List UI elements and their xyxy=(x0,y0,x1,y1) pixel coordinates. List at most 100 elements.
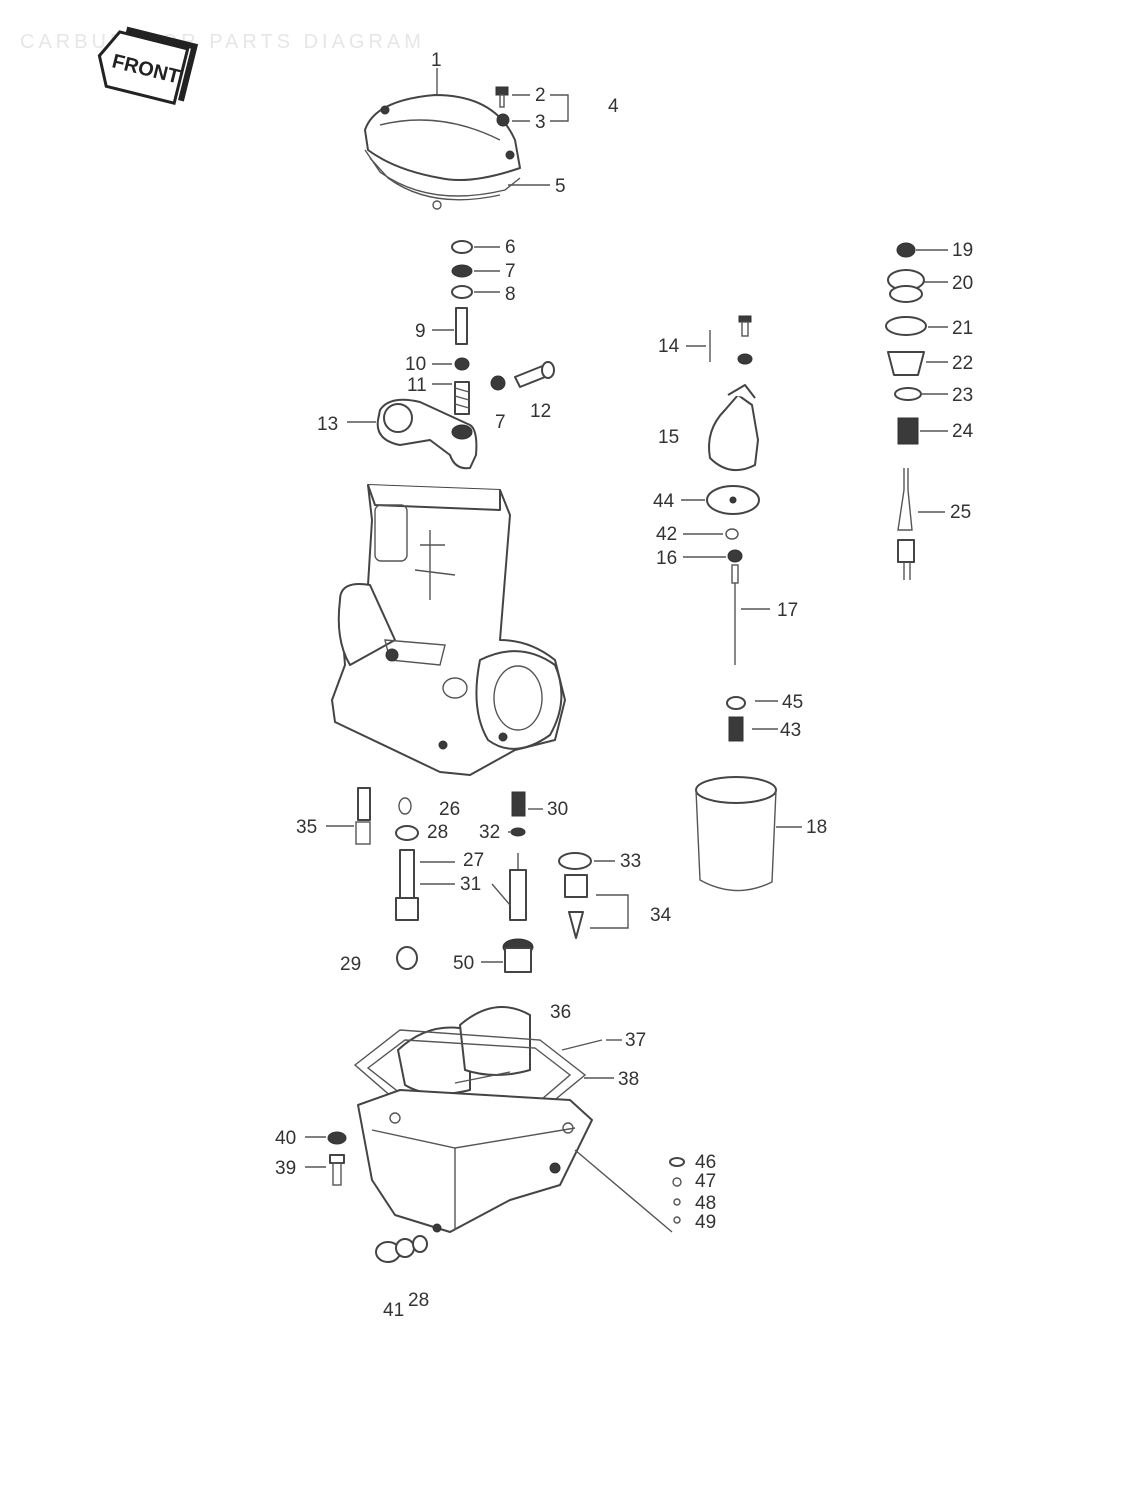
callout-10: 10 xyxy=(405,354,426,375)
callout-24: 24 xyxy=(952,421,974,442)
callout-46: 46 xyxy=(695,1152,716,1173)
washer-45 xyxy=(726,696,746,710)
callout-18: 18 xyxy=(806,817,827,838)
callout-32: 32 xyxy=(479,822,500,843)
valve-34 xyxy=(564,874,588,939)
needle-17 xyxy=(731,564,739,665)
callout-labels: 1 2 3 4 5 6 7 8 9 10 11 12 7 13 14 15 44… xyxy=(275,50,974,1321)
washer-40 xyxy=(327,1131,347,1145)
spring-43 xyxy=(728,716,744,742)
screw-39 xyxy=(329,1154,345,1186)
callout-33: 33 xyxy=(620,851,641,872)
callout-16: 16 xyxy=(656,548,677,569)
callout-44: 44 xyxy=(653,491,675,512)
callout-49: 49 xyxy=(695,1212,716,1233)
choke-plunger-15 xyxy=(708,384,759,472)
top-cover xyxy=(364,94,521,182)
clip-42 xyxy=(725,528,739,540)
callout-26: 26 xyxy=(439,799,460,820)
callout-23: 23 xyxy=(952,385,973,406)
spring-24 xyxy=(897,417,919,445)
callout-3: 3 xyxy=(535,112,546,133)
callout-20: 20 xyxy=(952,273,973,294)
jet-29 xyxy=(396,946,418,970)
callout-34: 34 xyxy=(650,905,672,926)
nut-22 xyxy=(887,351,925,376)
callout-19: 19 xyxy=(952,240,973,261)
pin-37 xyxy=(561,1039,603,1051)
washer-32 xyxy=(510,827,526,837)
vacuum-piston-18 xyxy=(695,776,777,892)
callout-31: 31 xyxy=(460,874,481,895)
top-gasket xyxy=(364,149,521,210)
callout-48: 48 xyxy=(695,1193,716,1214)
callout-38: 38 xyxy=(618,1069,639,1090)
callout-25: 25 xyxy=(950,502,971,523)
cover-washer xyxy=(496,113,510,127)
callout-9: 9 xyxy=(415,321,426,342)
callout-17: 17 xyxy=(777,600,798,621)
float-assembly-36 xyxy=(397,1006,531,1095)
carburetor-body xyxy=(331,484,566,776)
callout-50: 50 xyxy=(453,953,474,974)
callout-21: 21 xyxy=(952,318,973,339)
throttle-lever xyxy=(376,398,478,470)
callout-29: 29 xyxy=(340,954,361,975)
callout-12: 12 xyxy=(530,401,551,422)
callout-11: 11 xyxy=(407,375,427,396)
callout-36: 36 xyxy=(550,1002,571,1023)
ring-33 xyxy=(558,852,592,870)
leader-lines xyxy=(305,68,948,1233)
callout-41: 41 xyxy=(383,1300,404,1321)
o-ring-23 xyxy=(894,387,922,401)
callout-27: 27 xyxy=(463,850,484,871)
callout-30: 30 xyxy=(547,799,568,820)
boot-20 xyxy=(887,269,925,303)
callout-14: 14 xyxy=(658,336,680,357)
spring-30 xyxy=(511,791,526,817)
callout-8: 8 xyxy=(505,284,516,305)
jet-50 xyxy=(502,938,534,973)
callout-7b: 7 xyxy=(495,412,506,433)
spring-26 xyxy=(398,797,412,815)
callout-6: 6 xyxy=(505,237,516,258)
jet-holder-27 xyxy=(395,849,419,921)
needle-31 xyxy=(509,853,527,921)
callout-28a: 28 xyxy=(427,822,448,843)
callout-2: 2 xyxy=(535,85,546,106)
washer-7 xyxy=(451,264,473,278)
cap-21 xyxy=(885,316,927,336)
faint-title: CARBURETOR PARTS DIAGRAM xyxy=(20,31,425,53)
cable-25 xyxy=(897,468,915,580)
callout-35: 35 xyxy=(296,817,317,838)
cap-16 xyxy=(727,549,743,563)
callout-37: 37 xyxy=(625,1030,646,1051)
washer-14 xyxy=(737,353,753,365)
callout-4: 4 xyxy=(608,96,619,117)
nut-10 xyxy=(454,357,470,371)
cap-19 xyxy=(896,242,916,258)
callout-13: 13 xyxy=(317,414,338,435)
front-direction-badge: FRONT xyxy=(97,26,199,106)
o-ring-28 xyxy=(395,825,419,841)
washer-8 xyxy=(451,285,473,299)
pilot-screw-35 xyxy=(355,787,371,845)
callout-40: 40 xyxy=(275,1128,296,1149)
cover-screw xyxy=(495,86,509,108)
callout-5: 5 xyxy=(555,176,566,197)
float-bowl xyxy=(357,1089,593,1233)
callout-1: 1 xyxy=(431,50,442,71)
callout-47: 47 xyxy=(695,1171,716,1192)
callout-43: 43 xyxy=(780,720,801,741)
callout-39: 39 xyxy=(275,1158,296,1179)
idle-screw xyxy=(490,361,555,391)
nut-6 xyxy=(451,240,473,254)
callout-28b: 28 xyxy=(408,1290,429,1311)
drain-plug-41 xyxy=(375,1235,428,1263)
small-parts-46-49 xyxy=(669,1157,685,1224)
callout-7a: 7 xyxy=(505,261,516,282)
callout-15: 15 xyxy=(658,427,679,448)
callout-42: 42 xyxy=(656,524,677,545)
adjuster-9 xyxy=(455,307,468,345)
